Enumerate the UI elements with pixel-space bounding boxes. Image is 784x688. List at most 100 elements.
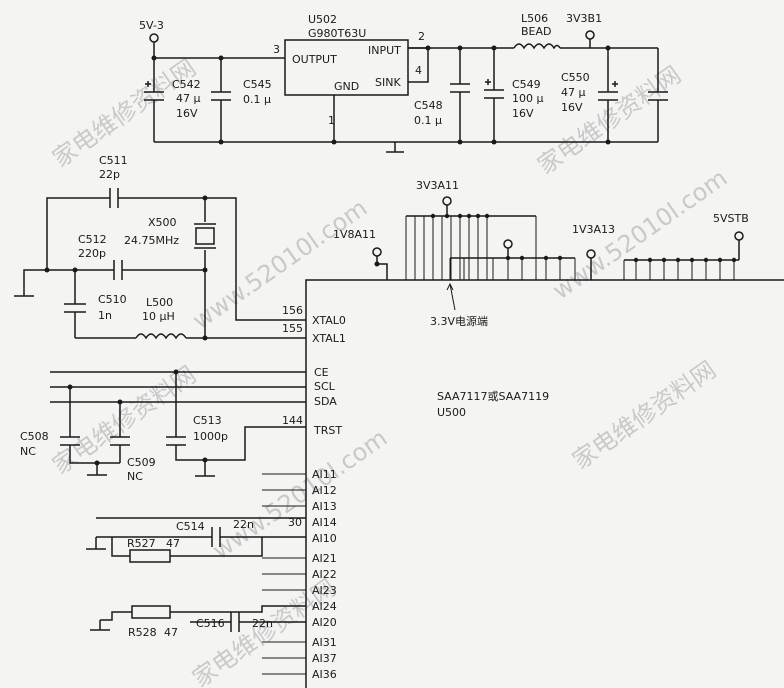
- part-ref-c510: C510: [98, 293, 127, 306]
- terminal-1v3a13: [586, 249, 596, 259]
- pin-label-input: INPUT: [368, 44, 401, 57]
- pin-stub-comb: [449, 258, 576, 280]
- junction-dot: [505, 255, 511, 261]
- part-ref-r528: R528: [128, 626, 157, 639]
- pin-label-ai20: AI20: [312, 616, 337, 629]
- regulator-section: U502 G980T63U OUTPUT INPUT GND SINK 3 2 …: [139, 12, 668, 153]
- watermark-text: 家电维修资料网: [567, 356, 721, 475]
- terminal-5vstb: [734, 231, 744, 241]
- junction-dot: [425, 45, 431, 51]
- junction-dot: [703, 257, 709, 263]
- annotation-arrow: [446, 282, 456, 311]
- pin-label-sda: SDA: [314, 395, 337, 408]
- resistor-r528: [131, 605, 171, 619]
- capacitor-c545: [211, 91, 231, 101]
- pin-label-ai31: AI31: [312, 636, 337, 649]
- wire: [459, 48, 495, 142]
- pin-stub-comb: [405, 216, 537, 280]
- capacitor-c542: [144, 81, 164, 101]
- pin-label-scl: SCL: [314, 380, 336, 393]
- regulator-part: G980T63U: [308, 27, 366, 40]
- junction-dot: [491, 45, 497, 51]
- wire: [406, 205, 536, 217]
- pin-label-ai11: AI11: [312, 468, 337, 481]
- junction-dot: [331, 139, 337, 145]
- terminal-pin: [503, 239, 513, 249]
- junction-dot: [633, 257, 639, 263]
- part-ref-c514: C514: [176, 520, 205, 533]
- pin-label-xtal1: XTAL1: [312, 332, 346, 345]
- part-value-c510: 1n: [98, 309, 112, 322]
- pin-label-gnd: GND: [334, 80, 359, 93]
- junction-dot: [557, 255, 563, 261]
- pin-label-ai22: AI22: [312, 568, 337, 581]
- junction-dot: [661, 257, 667, 263]
- wire: [46, 197, 205, 270]
- junction-dot: [543, 255, 549, 261]
- junction-dot: [457, 45, 463, 51]
- part-ref-c548: C548: [414, 99, 443, 112]
- junction-dot: [457, 213, 463, 219]
- capacitor-c516: [230, 612, 240, 632]
- wire: [175, 372, 306, 461]
- pin-label-ai10: AI10: [312, 532, 337, 545]
- wire: [376, 256, 388, 280]
- wire: [589, 39, 658, 49]
- part-ref-c511: C511: [99, 154, 128, 167]
- ground-symbol: [86, 537, 106, 550]
- pin-number: 3: [273, 43, 280, 56]
- wire: [607, 48, 659, 142]
- part-value-l500: 10 µH: [142, 310, 175, 323]
- crystal-section: C511 22p X500 24.75MHz C512 220p C510 1n…: [14, 154, 306, 341]
- watermark-text: 家电维修资料网: [532, 61, 686, 180]
- regulator-ref: U502: [308, 13, 337, 26]
- pin-stub: [262, 641, 306, 675]
- pin-stub: [262, 473, 306, 507]
- part-value-r528: 47: [164, 626, 178, 639]
- part-value-c508: NC: [20, 445, 36, 458]
- pin-number: 1: [328, 114, 335, 127]
- wire: [96, 536, 306, 549]
- part-ref-r527: R527: [127, 537, 156, 550]
- wire: [205, 197, 306, 321]
- part-ref-c549: C549: [512, 78, 541, 91]
- capacitor-c508: [60, 436, 80, 446]
- junction-dot: [430, 213, 436, 219]
- inductor-l506: [513, 43, 561, 50]
- part-ref-c512: C512: [78, 233, 107, 246]
- part-ref-l506: L506: [521, 12, 548, 25]
- pin-label-sink: SINK: [375, 76, 401, 89]
- junction-dot: [491, 139, 497, 145]
- part-value-c509: NC: [127, 470, 143, 483]
- pin-label-xtal0: XTAL0: [312, 314, 346, 327]
- part-value-c550: 16V: [561, 101, 583, 114]
- net-label-5vstb: 5VSTB: [713, 212, 749, 225]
- part-ref-x500: X500: [148, 216, 177, 229]
- junction-dot: [94, 460, 100, 466]
- pin-stub-comb: [623, 260, 735, 280]
- capacitor-c509: [110, 436, 130, 446]
- chip-part: SAA7117或SAA7119: [437, 390, 549, 403]
- junction-dot: [475, 213, 481, 219]
- chip-outline: [305, 279, 784, 688]
- part-value-x500: 24.75MHz: [124, 234, 179, 247]
- ground-symbol: [195, 460, 215, 477]
- watermark-text: www.52010l.com: [207, 424, 392, 565]
- part-value-c550: 47 µ: [561, 86, 586, 99]
- terminal-3v3b1: [585, 30, 595, 40]
- capacitor-c511: [109, 188, 119, 208]
- part-ref-c508: C508: [20, 430, 49, 443]
- junction-dot: [605, 139, 611, 145]
- annotation-3v3-power: 3.3V电源端: [430, 314, 488, 328]
- crystal-plate: [194, 223, 216, 249]
- crystal-x500: [195, 227, 215, 245]
- inductor-l500: [135, 333, 187, 340]
- junction-dot: [717, 257, 723, 263]
- junction-dot: [457, 139, 463, 145]
- part-value-c513: 1000p: [193, 430, 228, 443]
- terminal-5v-3: [149, 33, 159, 43]
- net-label-3v3b1: 3V3B1: [566, 12, 602, 25]
- watermark-layer: 家电维修资料网 www.52010l.com 家电维修资料网 www.52010…: [47, 54, 732, 688]
- pin-label-ai36: AI36: [312, 668, 337, 681]
